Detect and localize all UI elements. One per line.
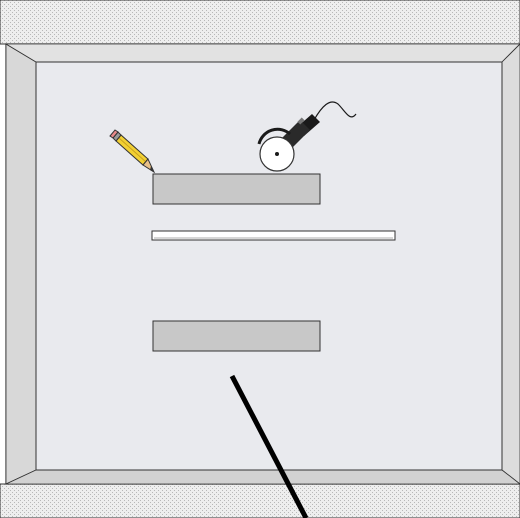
wall-band-bottom bbox=[0, 484, 520, 518]
frame-bevel-right bbox=[502, 44, 520, 484]
frame-bevel-bottom bbox=[6, 470, 520, 484]
sill-strip-upper bbox=[153, 174, 320, 204]
wall-band-top bbox=[0, 0, 520, 44]
frame-bevel-left bbox=[6, 44, 36, 484]
grinder-arbor bbox=[275, 152, 279, 156]
frame-bevel-top bbox=[6, 44, 520, 62]
window-panel bbox=[36, 62, 502, 470]
sill-strip-lower bbox=[153, 321, 320, 351]
